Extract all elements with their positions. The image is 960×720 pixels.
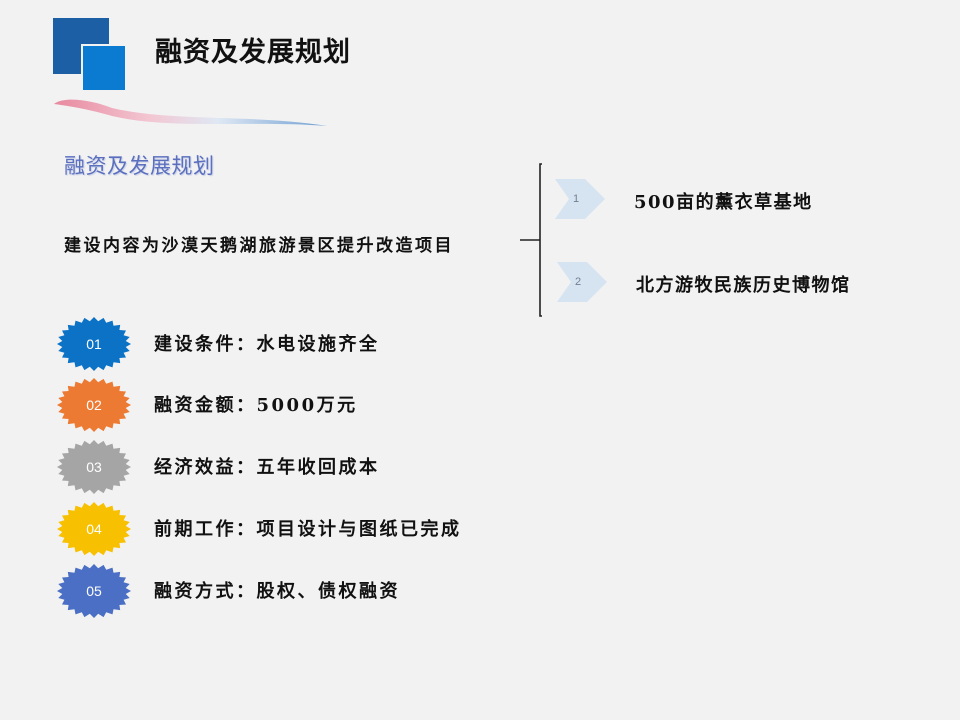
starburst-badge-icon: 01 — [56, 316, 132, 372]
branch-label: 500亩的薰衣草基地 — [634, 192, 813, 213]
item-text: 经济效益：五年收回成本 — [154, 457, 380, 478]
badge-number: 03 — [86, 459, 102, 475]
badge-number: 02 — [86, 397, 102, 413]
starburst-badge-icon: 03 — [56, 439, 132, 495]
starburst-badge-icon: 04 — [56, 501, 132, 557]
page-title: 融资及发展规划 — [155, 37, 351, 68]
branch-label: 北方游牧民族历史博物馆 — [636, 275, 851, 296]
item-text: 前期工作：项目设计与图纸已完成 — [154, 519, 462, 540]
brush-stroke-icon — [54, 99, 327, 126]
branch-number: 2 — [574, 276, 582, 288]
chevron-arrow-icon: 1 — [555, 179, 607, 219]
item-text: 建设条件：水电设施齐全 — [154, 334, 380, 355]
starburst-badge-icon: 02 — [56, 377, 132, 433]
badge-number: 05 — [86, 583, 102, 599]
starburst-badge-icon: 05 — [56, 563, 132, 619]
logo-square-light — [81, 44, 125, 90]
bracket-connector — [520, 163, 542, 317]
section-subtitle: 融资及发展规划 — [64, 154, 215, 178]
branch-number: 1 — [572, 193, 580, 205]
project-description: 建设内容为沙漠天鹅湖旅游景区提升改造项目 — [64, 236, 454, 256]
item-text: 融资金额：5000万元 — [154, 395, 358, 416]
item-text: 融资方式：股权、债权融资 — [154, 581, 400, 602]
badge-number: 01 — [86, 336, 102, 352]
chevron-arrow-icon: 2 — [557, 262, 609, 302]
badge-number: 04 — [86, 521, 102, 537]
